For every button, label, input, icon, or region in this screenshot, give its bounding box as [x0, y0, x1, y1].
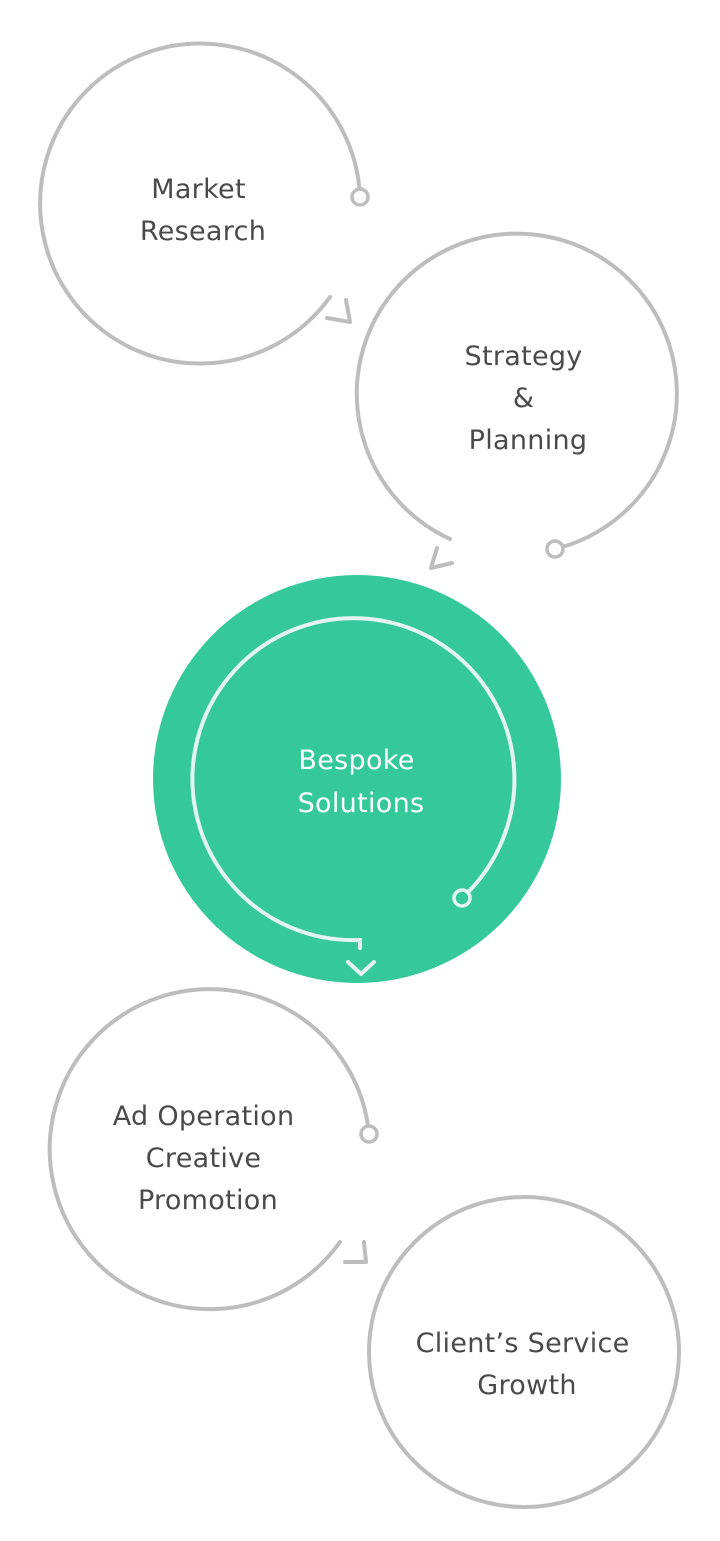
- svg-text:Market Research: Market Research: [140, 174, 266, 247]
- svg-text:Client’s Service Growth: Client’s Service Growth: [416, 1328, 639, 1401]
- step-label-line: Growth: [477, 1370, 577, 1401]
- bespoke-solutions-arc: [190, 616, 517, 950]
- arrow-head-icon: [325, 298, 352, 324]
- step-label-line: Ad Operation: [113, 1101, 295, 1132]
- arrow-head-icon: [343, 1240, 368, 1264]
- step-label-line: Research: [140, 216, 266, 247]
- svg-text:Strategy & Plannin: Strategy & Planning: [465, 341, 592, 456]
- step-bespoke-solutions: Bespoke Solutions: [153, 575, 561, 983]
- arrow-head-icon: [346, 960, 376, 976]
- step-label-line: &: [513, 383, 534, 414]
- step-label-line: Planning: [469, 425, 588, 456]
- strategy-planning-arc: [354, 231, 679, 551]
- svg-text:Ad Operation Creative: Ad Operation Creative Promotion: [113, 1101, 304, 1216]
- bespoke-solutions-disc: [153, 575, 561, 983]
- step-label-line: Strategy: [465, 341, 583, 372]
- step-label-line: Solutions: [298, 788, 425, 819]
- step-label-line: Creative: [146, 1143, 262, 1174]
- market-research-arc: [38, 41, 362, 366]
- step-label-line: Client’s Service: [416, 1328, 630, 1359]
- step-label-line: Promotion: [138, 1185, 278, 1216]
- ad-operation-arc: [47, 987, 371, 1312]
- client-growth-ring: [367, 1195, 681, 1509]
- svg-text:Bespoke Solutions: Bespoke Solutions: [298, 745, 425, 819]
- step-market-research: Market Research: [38, 41, 370, 366]
- step-ad-operation: Ad Operation Creative Promotion: [47, 987, 379, 1312]
- step-label-line: Bespoke: [298, 745, 414, 776]
- strategy-planning-start-dot: [545, 539, 565, 559]
- market-research-start-dot: [350, 187, 370, 207]
- step-strategy-planning: Strategy & Planning: [354, 231, 679, 570]
- bespoke-solutions-start-dot: [452, 888, 472, 908]
- ad-operation-start-dot: [359, 1124, 379, 1144]
- step-client-growth: Client’s Service Growth: [367, 1195, 681, 1509]
- step-label-line: Market: [151, 174, 246, 205]
- arrow-head-icon: [429, 546, 454, 570]
